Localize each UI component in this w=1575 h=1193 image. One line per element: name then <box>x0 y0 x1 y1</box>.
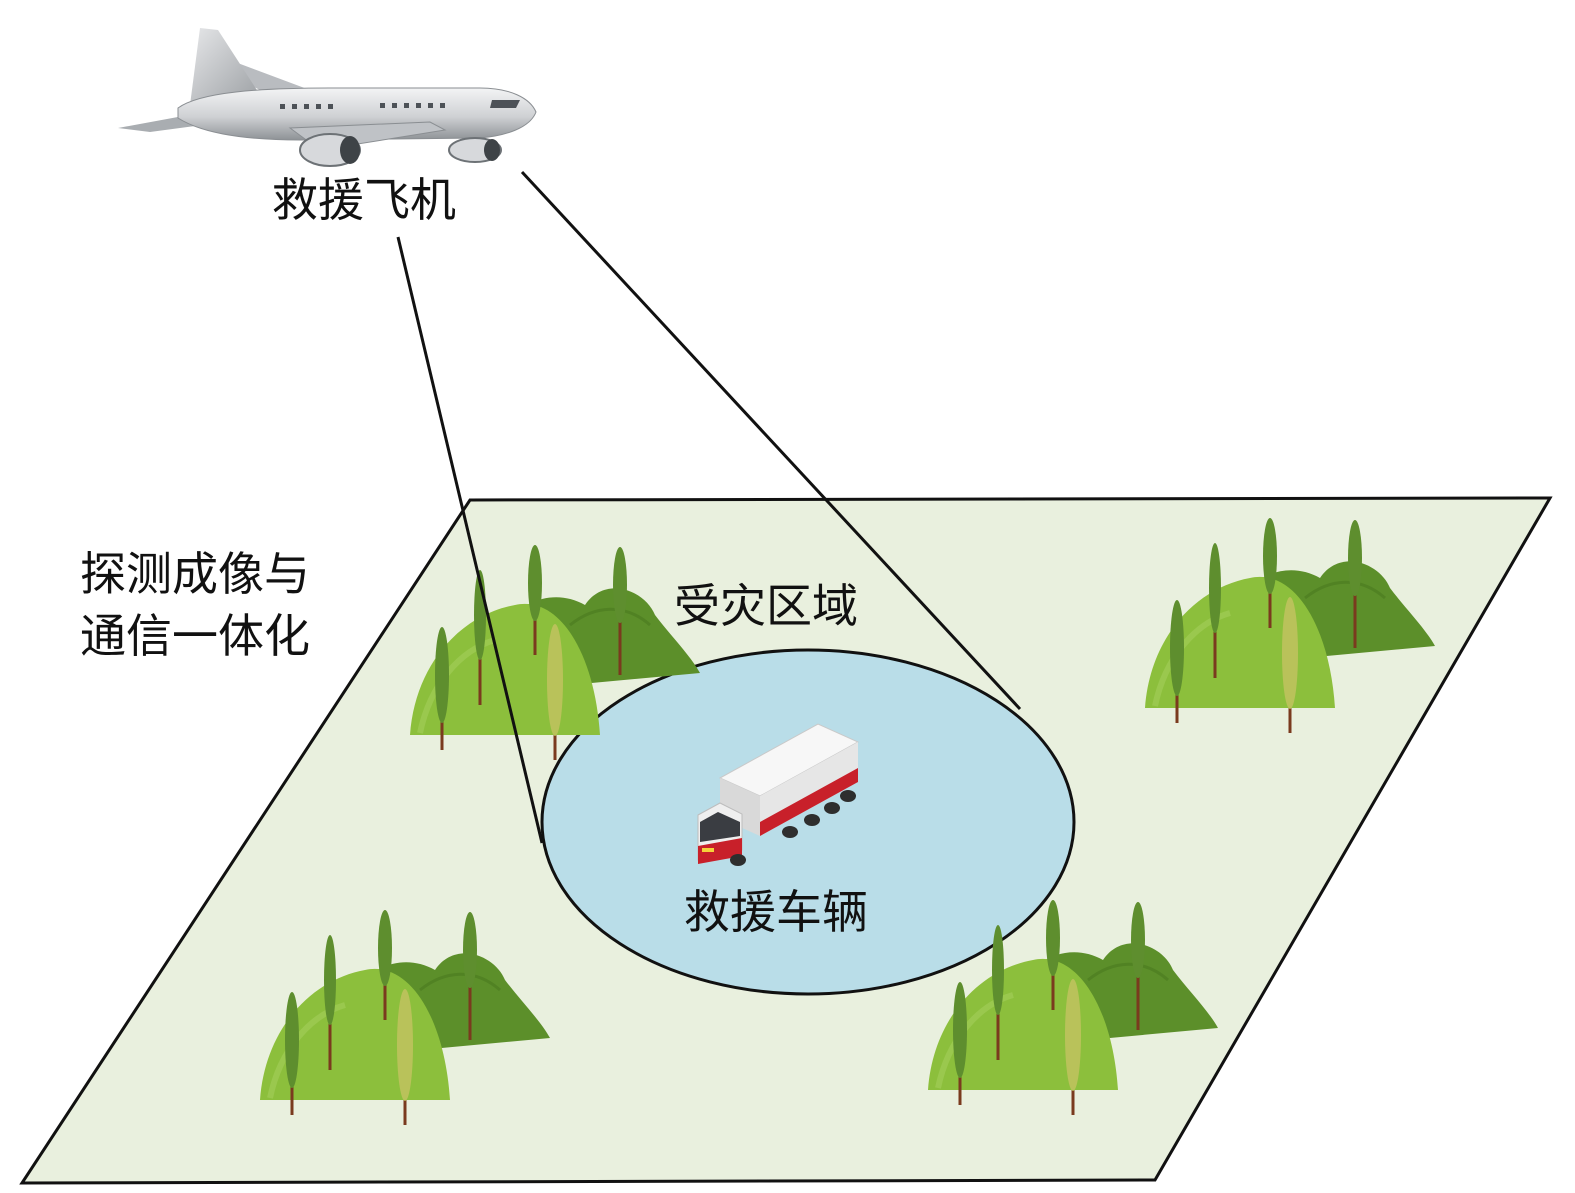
beam-line-right <box>520 170 1022 711</box>
mode-label-line2: 通信一体化 <box>80 609 310 663</box>
vehicle-label: 救援车辆 <box>684 885 868 939</box>
airplane-icon <box>118 28 537 167</box>
mode-label-line1: 探测成像与 <box>80 547 310 601</box>
aircraft-label: 救援飞机 <box>272 173 456 227</box>
truck-icon <box>697 723 860 866</box>
disaster-area-label: 受灾区域 <box>674 579 858 633</box>
beam-line-left <box>396 236 544 844</box>
